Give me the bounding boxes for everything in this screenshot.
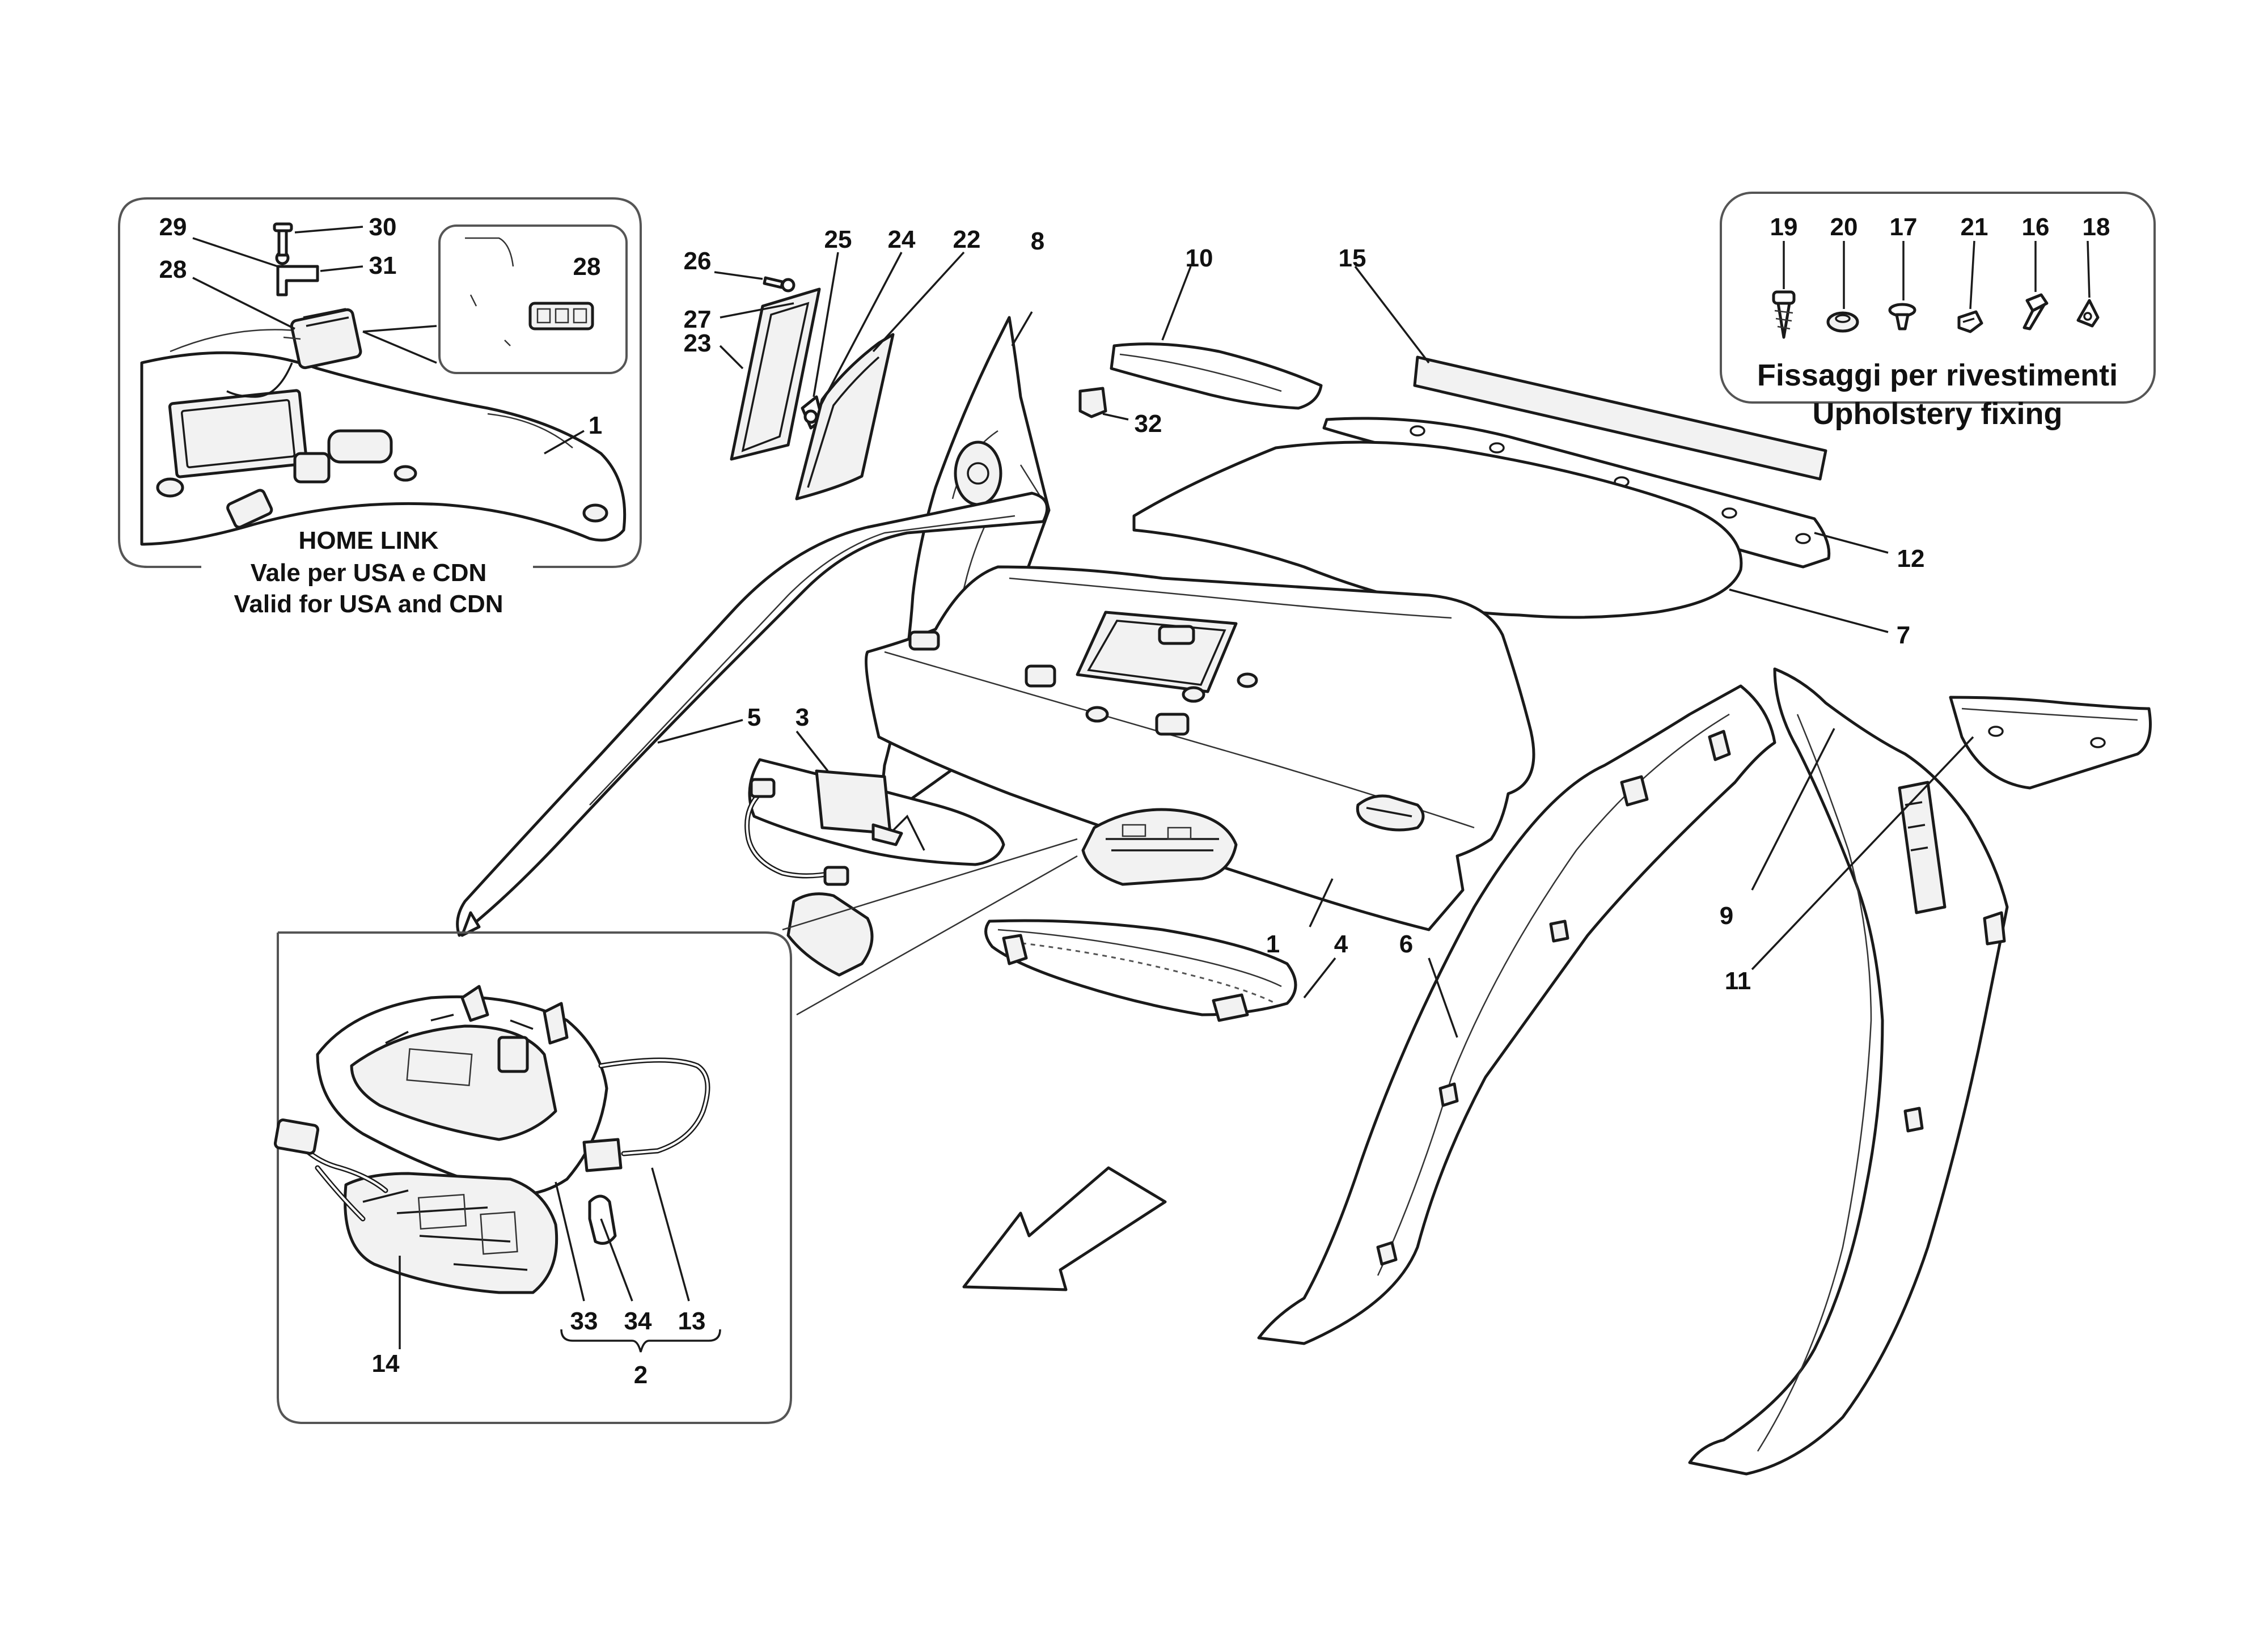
callout-13: 13 [678, 1307, 706, 1335]
callout-30: 30 [369, 213, 397, 241]
callout-25: 25 [824, 226, 852, 253]
fixing-16-icon [2022, 293, 2049, 331]
fixing-18-icon [2076, 299, 2100, 328]
fixing-17-icon [1888, 303, 1916, 331]
fixing-21-icon [1957, 310, 1983, 333]
homelink-line-en: Valid for USA and CDN [234, 590, 503, 618]
callout-9: 9 [1720, 902, 1733, 930]
view-direction-arrow-icon [962, 1166, 1167, 1291]
callout-33: 33 [570, 1307, 598, 1335]
callout-7: 7 [1897, 621, 1910, 649]
callout-27: 27 [684, 306, 712, 333]
callout-15: 15 [1339, 244, 1366, 272]
homelink-title: HOME LINK [299, 527, 439, 554]
fixing-19-icon [1772, 290, 1796, 339]
fixings-title-it: Fissaggi per rivestimenti [1757, 358, 2118, 392]
callout-11: 11 [1725, 967, 1751, 995]
callout-3: 3 [796, 704, 809, 731]
callout-32: 32 [1135, 410, 1162, 438]
callout-8: 8 [1031, 227, 1044, 255]
callout-18: 18 [2083, 213, 2110, 241]
callout-17: 17 [1890, 213, 1918, 241]
callout-4: 4 [1334, 930, 1348, 958]
main-assembly: 8 10 32 15 12 7 5 3 1 4 6 9 11 [456, 227, 2152, 1476]
callout-6: 6 [1399, 930, 1413, 958]
callout-10: 10 [1186, 244, 1213, 272]
fixings-title-en: Upholstery fixing [1812, 397, 2062, 431]
callout-34: 34 [624, 1307, 652, 1335]
homelink-line-it: Vale per USA e CDN [251, 559, 487, 587]
callout-20: 20 [1830, 213, 1858, 241]
homelink-inset: 29 28 30 31 28 1 HOME LINK Vale per USA … [118, 197, 642, 618]
callout-2: 2 [634, 1361, 648, 1389]
callout-5: 5 [747, 704, 761, 731]
small-parts-22-27: 26 27 23 25 24 22 [684, 226, 981, 501]
callout-29: 29 [159, 213, 187, 241]
callout-14: 14 [372, 1350, 400, 1378]
callout-1: 1 [1266, 930, 1280, 958]
callout-19: 19 [1770, 213, 1798, 241]
callout-31: 31 [369, 252, 397, 279]
callout-22: 22 [953, 226, 981, 253]
fixing-20-icon [1826, 311, 1859, 333]
callout-21: 21 [1961, 213, 1988, 241]
callout-28-magnified: 28 [573, 253, 601, 281]
callout-12: 12 [1897, 545, 1925, 573]
fixings-box: 19 20 17 21 16 18 Fissaggi per rivestime… [1720, 192, 2156, 431]
callout-1-inset: 1 [589, 412, 602, 439]
callout-28: 28 [159, 256, 187, 283]
console-inset: 14 33 34 13 2 [273, 931, 792, 1424]
callout-16: 16 [2022, 213, 2050, 241]
callout-23: 23 [684, 329, 712, 357]
callout-24: 24 [888, 226, 916, 253]
callout-26: 26 [684, 247, 712, 275]
